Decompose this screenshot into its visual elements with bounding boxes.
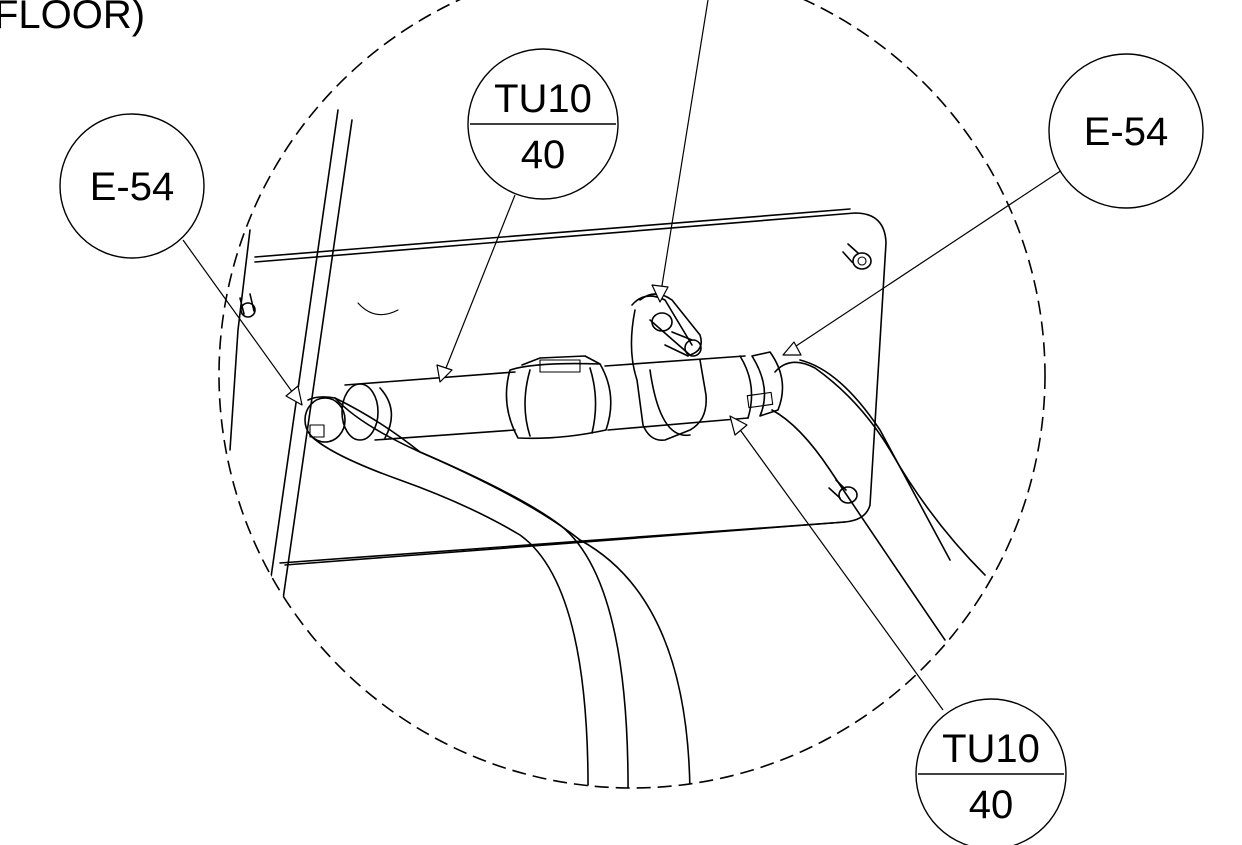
leader-e54-right	[786, 169, 1063, 353]
callout-e54-left-label: E-54	[90, 165, 175, 209]
p-clamp	[630, 293, 707, 442]
tube-right-top	[604, 355, 746, 367]
coupling-top	[521, 355, 601, 366]
hose-right-outer	[774, 361, 986, 576]
leader-tu10-top	[441, 194, 516, 379]
callout-e54-right-label: E-54	[1084, 110, 1169, 154]
tube-left-end	[341, 383, 379, 441]
leader-tu10-bottom	[732, 419, 944, 711]
hose-right-inner	[771, 409, 946, 641]
plate-mark	[357, 302, 399, 316]
mounting-plate	[254, 212, 887, 566]
coupling-ribs	[524, 367, 597, 437]
hose-clamp-right	[751, 351, 784, 417]
tube-left-bottom	[374, 429, 516, 441]
hose-right	[771, 359, 986, 641]
frame-rail-inner	[261, 109, 339, 641]
arrow-tu10-bottom	[729, 415, 748, 436]
callout-tu10-top: TU10 40	[467, 48, 619, 200]
callout-e54-left: E-54	[59, 113, 205, 259]
callout-e54-right: E-54	[1048, 53, 1204, 209]
arrow-e54-left	[285, 385, 303, 406]
tube-left-ring	[379, 387, 393, 439]
hose-left-clamp	[304, 397, 346, 443]
arrow-tu10-top	[436, 364, 453, 383]
mounting-plate-edge	[254, 208, 851, 258]
hose-left-inner	[309, 434, 589, 788]
tube-right-end	[739, 355, 753, 419]
stud-left	[239, 293, 256, 318]
floor-line	[279, 521, 846, 564]
detail-contents	[229, 109, 986, 788]
clamp-screw-right	[746, 391, 774, 409]
tube-right-bottom	[607, 417, 749, 431]
tube-assembly	[341, 351, 784, 441]
title-fragment: FLOOR)	[0, 0, 145, 37]
stud-top-right	[842, 243, 872, 270]
arrow-e54-right	[782, 341, 802, 356]
tube-left-top	[344, 371, 516, 386]
hose-left	[304, 396, 691, 788]
stud-bottom-right	[828, 479, 858, 504]
callout-tu10-bottom-lower: 40	[969, 783, 1014, 827]
hose-left-outer	[307, 396, 629, 788]
frame-edge-left	[229, 229, 251, 451]
clamp-screw-left	[309, 424, 325, 438]
hose-right-mid	[799, 359, 951, 561]
arrow-top	[651, 284, 669, 303]
frame-rail-outer	[279, 119, 353, 621]
coupling-tab	[539, 359, 581, 373]
hose-left-top	[334, 397, 691, 788]
coupling	[505, 362, 612, 440]
leader-top	[659, 0, 709, 299]
callout-tu10-bottom: TU10 40	[915, 698, 1067, 845]
clamp-stud	[664, 331, 702, 357]
leader-e54-left	[182, 239, 299, 401]
callout-tu10-top-upper: TU10	[494, 77, 592, 121]
callout-tu10-top-lower: 40	[521, 133, 566, 177]
callout-tu10-bottom-upper: TU10	[942, 727, 1040, 771]
detail-view-boundary	[218, 0, 1046, 789]
